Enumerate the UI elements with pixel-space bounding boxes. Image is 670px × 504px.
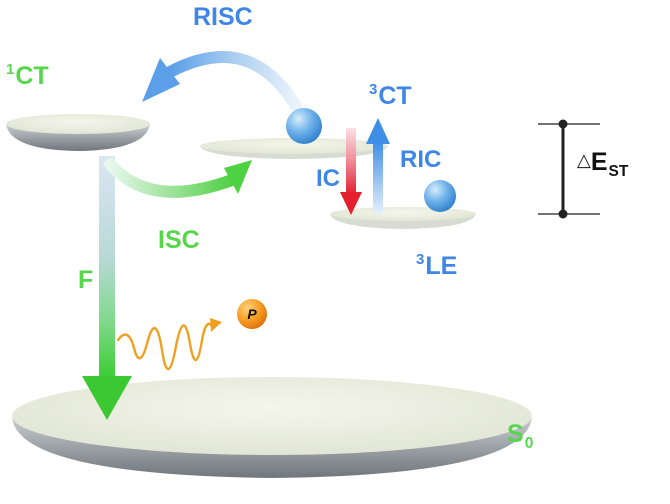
ric-arrow	[366, 118, 390, 214]
t1-le-label: 3LE	[416, 251, 458, 280]
delta-est-bracket	[538, 119, 600, 219]
photon-arrowhead	[210, 318, 222, 332]
photon-label: P	[247, 306, 257, 322]
electron-ball-ct	[286, 108, 322, 144]
risc-label: RISC	[193, 3, 253, 31]
s1-ct-disc	[6, 114, 150, 151]
ic-arrow	[340, 128, 362, 215]
s1-ct-label: 1CT	[6, 61, 49, 90]
electron-ball-le	[424, 180, 456, 212]
photon-ball	[237, 299, 267, 329]
fluorescence-label: F	[78, 266, 94, 294]
isc-arrow	[104, 158, 252, 198]
isc-label: ISC	[158, 226, 200, 254]
ic-label: IC	[316, 165, 340, 192]
s0-label: S0	[507, 420, 534, 452]
fluorescence-arrow	[82, 156, 132, 420]
photon-wave	[116, 322, 214, 371]
ric-label: RIC	[400, 146, 442, 173]
s0-disc	[12, 377, 532, 478]
risc-arrow	[142, 51, 302, 112]
delta-est-label: △EST	[577, 148, 629, 180]
t1-ct-disc	[200, 138, 388, 159]
t1-ct-label: 3CT	[369, 81, 412, 110]
